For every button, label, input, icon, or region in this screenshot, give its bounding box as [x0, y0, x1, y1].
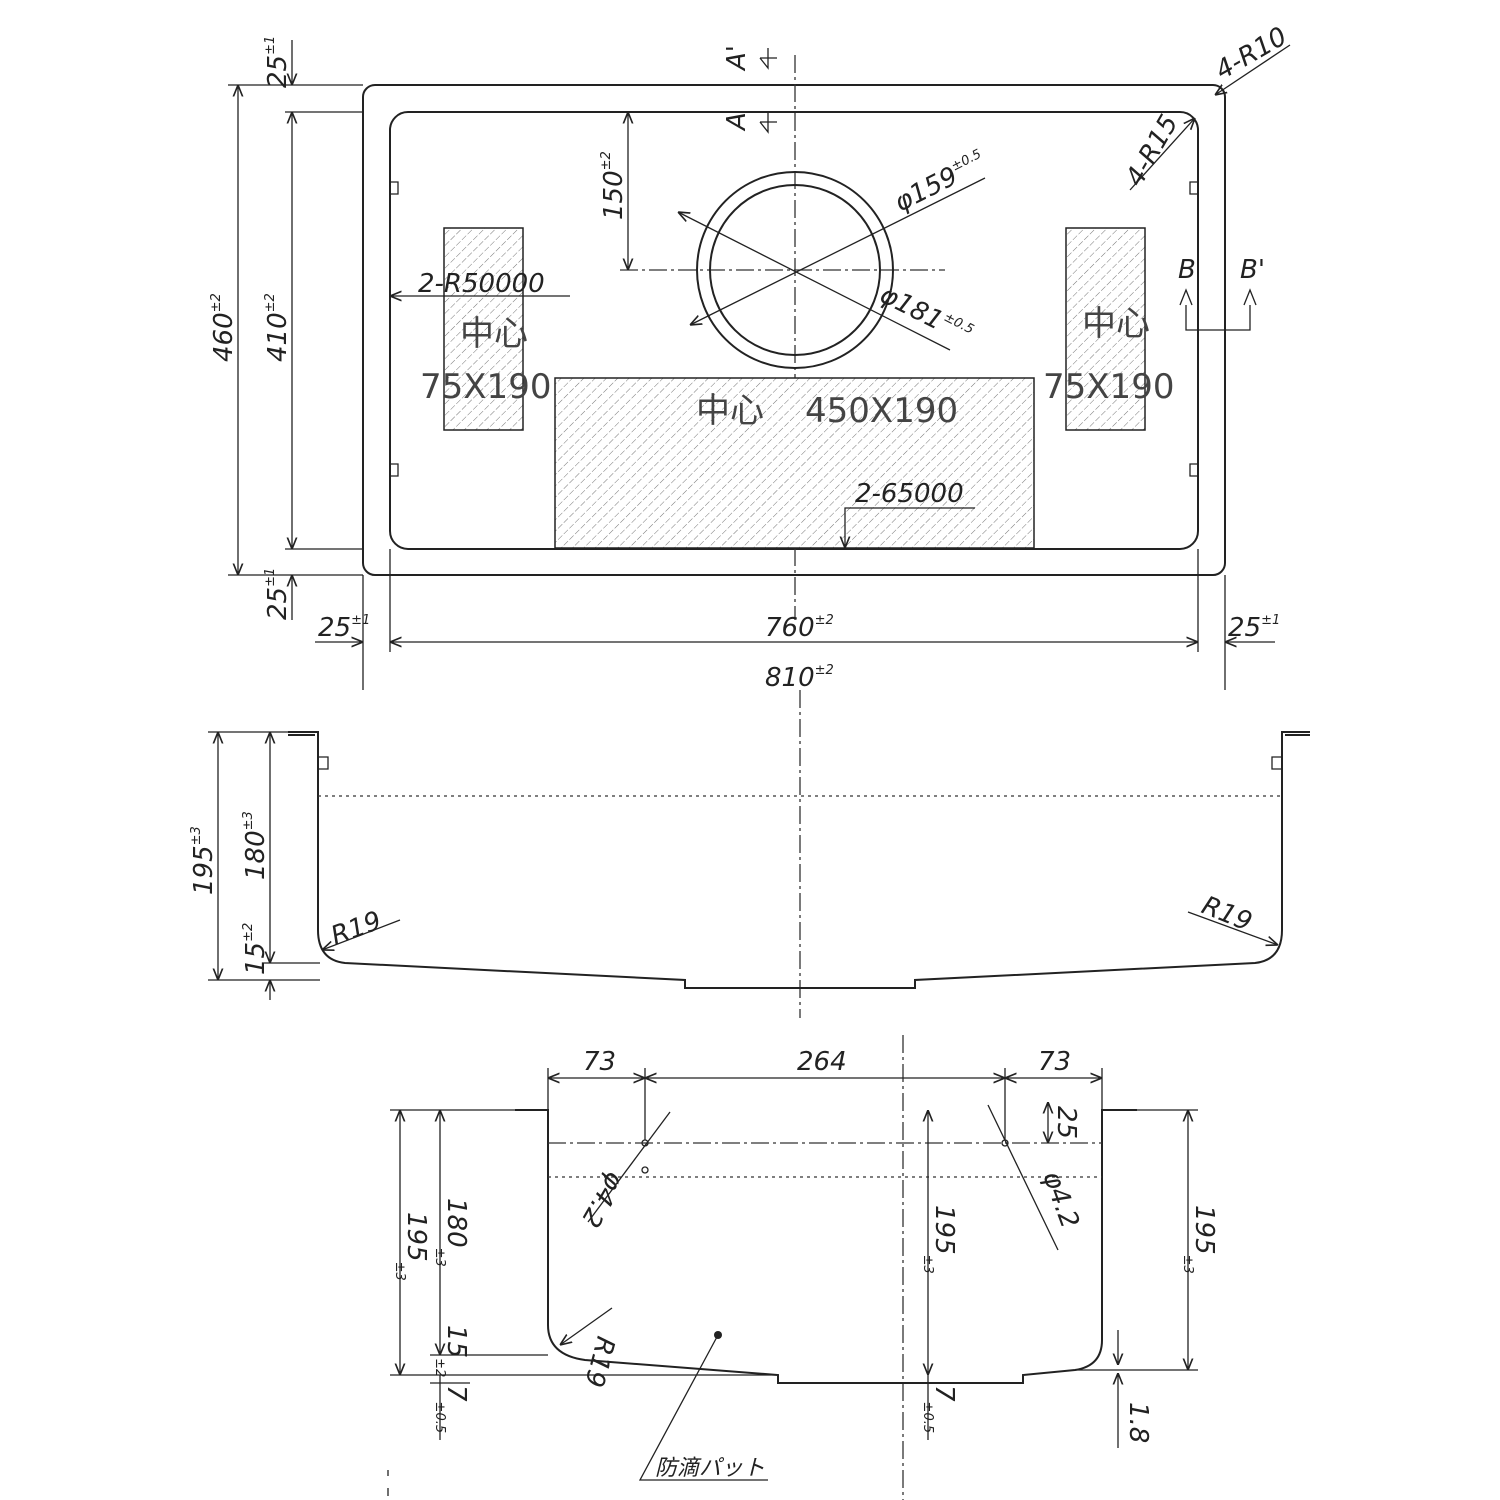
dim-25-top-label: 25±1 — [263, 36, 293, 88]
section-top-ext — [547, 1068, 1103, 1140]
hole-right-leader — [987, 1104, 1059, 1251]
dim-410-label: 410±2 — [263, 293, 293, 362]
r19-section-leader — [560, 1307, 613, 1345]
dim-25-right-label: 25±1 — [1228, 613, 1280, 643]
clip-tab — [390, 181, 1198, 477]
phi181-label: φ181±0.5 — [875, 280, 976, 351]
r10-label: 4-R10 — [1211, 22, 1293, 87]
dim-195-right-label: 195±3 — [1180, 1205, 1219, 1274]
dim-15-left-label: 15±2 — [432, 1325, 471, 1377]
drain-hole-outer-circle — [696, 171, 894, 369]
r65000-leader — [845, 507, 975, 548]
extension-lines-left — [228, 84, 363, 576]
section-right-ext — [1075, 1109, 1198, 1371]
r19-left-leader — [322, 919, 401, 950]
dim-25-bottom-label: 25±1 — [263, 568, 293, 620]
dim-73-left-label: 73 — [583, 1047, 616, 1077]
section-a-arrow — [759, 112, 777, 134]
r19-right-label: R19 — [1197, 891, 1256, 938]
pad-mid-center-label: 中心 — [696, 391, 764, 431]
dim-810-label: 810±2 — [765, 663, 834, 693]
r10-leader — [1215, 44, 1291, 95]
section-view: 73 264 73 φ4.2 φ4.2 25 195±3 180±3 15±2 … — [387, 1035, 1219, 1500]
pad-right-center-label: 中心 — [1082, 304, 1150, 344]
section-profile — [515, 1109, 1137, 1384]
pad-mid-size-label: 450X190 — [805, 391, 958, 431]
dim-195-mid-label: 195±3 — [920, 1205, 959, 1274]
dim-150-label: 150±2 — [599, 151, 629, 220]
dim-180-left-label: 180±3 — [432, 1198, 471, 1267]
thickness-label: 1.8 — [1123, 1402, 1153, 1443]
extension-lines-bottom — [362, 549, 1226, 690]
pad-middle — [554, 377, 1035, 549]
pad-right — [1065, 227, 1146, 431]
dim-264-label: 264 — [797, 1047, 847, 1077]
phi181-leader — [678, 212, 951, 351]
dim-7-mid-label: 7±0.5 — [920, 1385, 959, 1433]
dim-7-left-label: 7±0.5 — [432, 1385, 471, 1433]
pad-left — [443, 227, 524, 431]
hole-right-label: φ4.2 — [1036, 1167, 1084, 1232]
dim-195-side-label: 195±3 — [189, 826, 219, 895]
pad-note-leader — [638, 1334, 768, 1481]
dim-760-label: 760±2 — [765, 613, 834, 643]
section-a-prime-arrow — [759, 48, 777, 70]
r19-right-leader — [1187, 911, 1278, 945]
r19-section-label: R19 — [578, 1333, 620, 1390]
dim-73-right-label: 73 — [1038, 1047, 1071, 1077]
r65000-label: 2-65000 — [855, 479, 964, 509]
side-profile — [288, 731, 1310, 989]
hole-left-label: φ4.2 — [575, 1167, 630, 1233]
top-view: φ159±0.5 φ181±0.5 A' A B B' 中心 75X190 中心… — [209, 22, 1292, 693]
r15-leader — [1129, 118, 1195, 191]
drain-hole-inner-circle — [709, 184, 881, 356]
dim-460-label: 460±2 — [209, 293, 239, 362]
dim-15-side-label: 15±2 — [241, 923, 271, 975]
hole-left-leader — [587, 1111, 671, 1223]
dim-25-section-label: 25 — [1051, 1106, 1081, 1139]
pad-note-label: 防滴パット — [655, 1456, 765, 1481]
hole-left-lower-icon — [641, 1166, 649, 1174]
section-b-prime-label: B' — [1240, 255, 1265, 285]
phi159-leader — [690, 177, 986, 325]
r50000-label: 2-R50000 — [418, 269, 545, 299]
section-b-label: B — [1178, 255, 1196, 285]
side-clip — [318, 756, 1282, 770]
section-a-label: A — [722, 112, 752, 132]
dim-195-left-label: 195±3 — [392, 1212, 431, 1281]
pad-right-size-label: 75X190 — [1043, 367, 1174, 407]
section-b-line — [1179, 288, 1257, 331]
r19-left-label: R19 — [327, 906, 385, 952]
pad-left-size-label: 75X190 — [420, 367, 551, 407]
side-view: 195±3 180±3 15±2 R19 R19 — [189, 690, 1310, 1018]
dim-180-side-label: 180±3 — [241, 811, 271, 880]
pad-left-center-label: 中心 — [460, 314, 528, 354]
section-left-ext — [390, 1109, 778, 1384]
dim-25-left-label: 25±1 — [318, 613, 370, 643]
r15-label: 4-R15 — [1120, 110, 1185, 192]
section-a-prime-label: A' — [722, 45, 752, 72]
